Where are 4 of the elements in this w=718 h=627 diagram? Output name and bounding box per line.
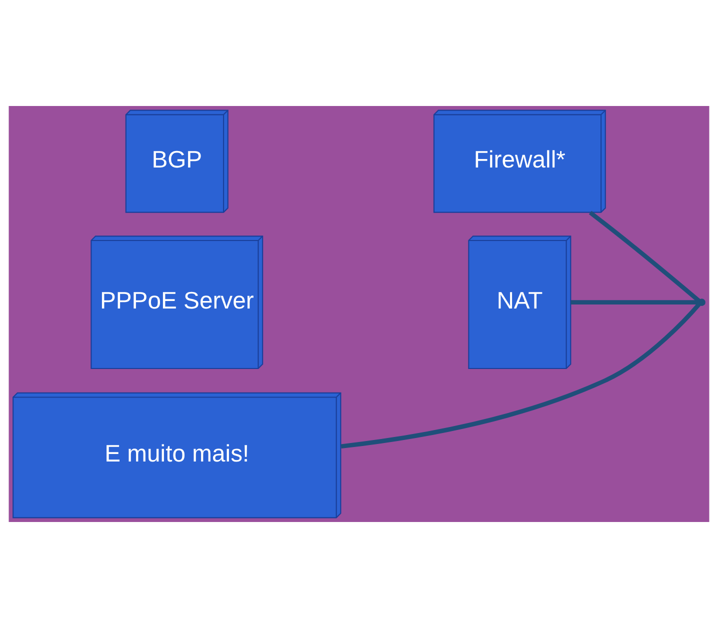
connector [588,210,700,302]
connector [340,302,701,448]
connector [570,300,698,304]
node-point [698,298,706,306]
